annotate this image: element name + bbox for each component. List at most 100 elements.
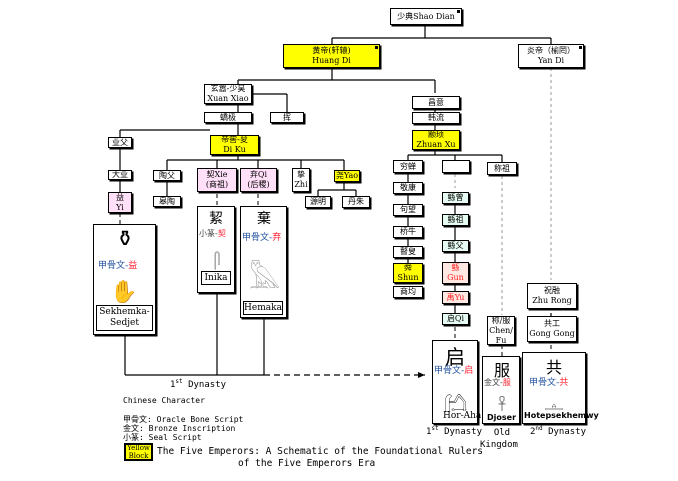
node-label: 陶父 xyxy=(159,170,175,180)
node-label: 少典Shao Dian xyxy=(397,11,455,21)
corner-marker xyxy=(375,46,378,49)
node-zhu-rong[interactable]: 祝融 Zhu Rong xyxy=(527,283,577,309)
node-di-ku[interactable]: 帝喾-夋 Di Ku xyxy=(210,135,259,155)
node-gun-zeng[interactable]: 鲧曾 xyxy=(442,192,469,204)
script-char: 益 xyxy=(128,261,138,271)
node-yan-di[interactable]: 炎帝（榆罔） Yan Di xyxy=(518,44,584,68)
node-label: 颛顼 xyxy=(428,130,444,139)
node-hui[interactable]: 挥 xyxy=(270,112,304,123)
egypt-name-djoser[interactable]: Djoser xyxy=(487,413,517,422)
node-yao[interactable]: 尧Yao xyxy=(334,170,360,182)
script-type: 甲骨文- xyxy=(242,233,273,243)
corner-marker xyxy=(579,46,582,49)
legend-item-oracle: 甲骨文: Oracle Bone Script xyxy=(123,415,244,424)
script-char: 共 xyxy=(559,378,569,388)
diagram-title-line2: of the Five Emperors Era xyxy=(238,458,376,469)
egypt-name-sekhemka-sedjet[interactable]: Sekhemka- Sedjet xyxy=(96,305,153,331)
node-label: 挥 xyxy=(283,112,291,122)
node-blank[interactable] xyxy=(442,160,470,173)
node-label: 称祖 xyxy=(494,163,510,173)
hieroglyph-sekhemka: ✋ xyxy=(110,280,138,305)
node-label: 共工 xyxy=(544,319,560,328)
corner-marker xyxy=(457,10,460,13)
node-shang-jun[interactable]: 商均 xyxy=(393,286,423,298)
script-char: 服 xyxy=(502,378,511,387)
node-tao-fu[interactable]: 陶父 xyxy=(153,170,181,181)
egypt-name-hor-aha[interactable]: Hor-Aha xyxy=(443,411,482,421)
node-label: 鲧 xyxy=(451,263,460,272)
node-qi[interactable]: 弃Qi (后稷) xyxy=(240,168,277,192)
node-label-en: Shun xyxy=(397,273,419,282)
ordinal-suffix: nd xyxy=(535,425,543,432)
node-fang-ming[interactable]: 源明 xyxy=(305,196,331,208)
oracle-glyph-gong: 共 xyxy=(545,358,562,377)
node-gao-tao[interactable]: 皋陶 xyxy=(153,196,181,207)
script-type: 甲骨文- xyxy=(98,261,129,271)
egypt-name-hotepsekhemwy[interactable]: Hotepsekhemwy xyxy=(524,411,599,420)
node-gun-fu[interactable]: 鲧父 xyxy=(442,240,469,252)
node-zhi[interactable]: 挚 Zhi xyxy=(292,168,310,192)
node-qi-xia[interactable]: 启Qi xyxy=(442,313,469,325)
node-chang-yi[interactable]: 昌意 xyxy=(412,96,460,109)
node-gun[interactable]: 鲧 Gun xyxy=(442,262,469,284)
node-label: 丹朱 xyxy=(348,197,364,206)
node-qiao-niu[interactable]: 桥牛 xyxy=(393,226,423,238)
node-chen-fu[interactable]: 称/服 Chen/ Fu xyxy=(487,316,515,345)
swatch-label: Block xyxy=(128,452,149,460)
hieroglyph-hotepsekhemwy: 𓊵 xyxy=(544,398,564,414)
node-han-liu[interactable]: 韩流 xyxy=(412,112,460,124)
node-dan-zhu[interactable]: 丹朱 xyxy=(342,196,370,208)
pharaoh-name: Sedjet xyxy=(110,318,139,328)
script-char: 启 xyxy=(464,366,474,376)
oracle-glyph-yi: ⚱ xyxy=(115,227,135,252)
node-label-en: Yi xyxy=(116,202,124,212)
node-xie[interactable]: 契Xie (商祖) xyxy=(197,168,237,192)
node-yi[interactable]: 益 Yi xyxy=(108,192,132,213)
node-label-en: Chen/ xyxy=(489,325,513,335)
node-label: 源明 xyxy=(310,197,326,206)
legend-swatch-yellow-block: Yellow Block xyxy=(124,443,153,461)
node-jiao-ji[interactable]: 蟜极 xyxy=(204,112,252,123)
panel-djoser: 服 金文-服 𓋹 Djoser xyxy=(482,356,520,424)
node-shao-dian[interactable]: 少典Shao Dian xyxy=(390,8,462,25)
node-label: 句望 xyxy=(400,205,416,214)
node-gu-sou[interactable]: 瞽叟 xyxy=(393,246,423,258)
seal-glyph-xie: 絜 xyxy=(209,211,223,227)
node-yu[interactable]: 禹Yu xyxy=(442,291,469,304)
node-label: 弃Qi xyxy=(249,170,268,179)
node-qiong-chan[interactable]: 穷蝉 xyxy=(393,160,423,173)
dynasty-text: Dynasty xyxy=(542,427,587,437)
script-caption: 甲骨文-弃 xyxy=(242,230,281,243)
node-huang-di[interactable]: 黄帝(轩辕) Huang Di xyxy=(283,44,380,68)
node-label: 鲧祖 xyxy=(447,215,464,224)
node-da-ye[interactable]: 大业 xyxy=(108,170,132,180)
node-xuan-xiao[interactable]: 玄嚣-少昊 Xuan Xiao xyxy=(204,84,252,104)
node-cheng-zu[interactable]: 称祖 xyxy=(487,162,517,175)
panel-hor-aha: 启 甲骨文-启 𓂚 Hor-Aha xyxy=(432,340,482,424)
node-label-en: Fu xyxy=(495,335,507,345)
ordinal-suffix: st xyxy=(431,425,439,432)
node-gong-gong[interactable]: 共工 Gong Gong xyxy=(527,316,577,342)
node-ju-wang[interactable]: 句望 xyxy=(393,204,423,216)
node-label: 炎帝（榆罔） xyxy=(527,46,575,55)
node-label: 皋陶 xyxy=(159,196,175,206)
node-label: 舜 xyxy=(404,263,412,272)
node-label: 商均 xyxy=(400,287,416,296)
dynasty-label-first-left: 1st Dynasty xyxy=(170,378,226,390)
legend-item-bronze: 金文: Bronze Inscription xyxy=(123,424,236,433)
node-label: 挚 xyxy=(297,170,305,179)
label-line: Kingdom xyxy=(480,440,518,450)
ordinal: 2 xyxy=(530,427,536,437)
node-label: 鲧曾 xyxy=(447,193,464,202)
node-label-en: Zhu Rong xyxy=(532,296,572,305)
egypt-name-hemaka[interactable]: Hemaka xyxy=(243,301,283,315)
node-ye-fu[interactable]: 业父 xyxy=(108,137,132,148)
egypt-name-inika[interactable]: Inika xyxy=(201,271,231,285)
node-label-en: Di Ku xyxy=(223,145,246,154)
node-jing-kang[interactable]: 敬康 xyxy=(393,182,423,194)
node-gun-zu[interactable]: 鲧祖 xyxy=(442,214,469,226)
oracle-glyph-qi: 棄 xyxy=(257,211,271,227)
node-zhuan-xu[interactable]: 颛顼 Zhuan Xu xyxy=(412,130,460,150)
script-caption: 小篆-契 xyxy=(199,228,226,239)
node-shun[interactable]: 舜 Shun xyxy=(393,263,423,283)
